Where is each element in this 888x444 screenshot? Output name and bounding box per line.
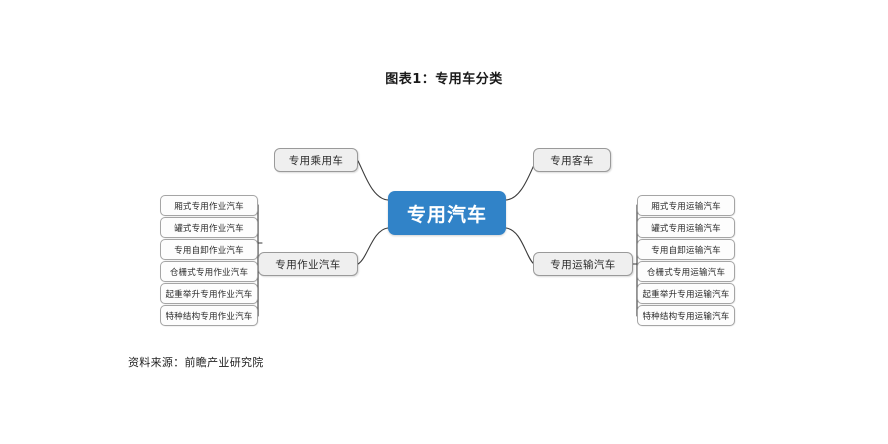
- branch-node-special-operation-vehicle[interactable]: 专用作业汽车: [258, 252, 358, 276]
- leaf-node-work-3[interactable]: 仓栅式专用作业汽车: [160, 261, 258, 282]
- edge-root-bus: [505, 160, 537, 201]
- edge-root-transport: [505, 227, 535, 265]
- branch-node-special-bus[interactable]: 专用客车: [533, 148, 611, 172]
- leaf-node-work-5[interactable]: 特种结构专用作业汽车: [160, 305, 258, 326]
- leaf-node-transport-3[interactable]: 仓栅式专用运输汽车: [637, 261, 735, 282]
- leaf-node-transport-0[interactable]: 厢式专用运输汽车: [637, 195, 735, 216]
- edge-root-passenger: [357, 160, 389, 201]
- source-note: 资料来源：前瞻产业研究院: [128, 356, 264, 369]
- leaf-node-work-4[interactable]: 起重举升专用作业汽车: [160, 283, 258, 304]
- branch-node-special-passenger-car[interactable]: 专用乘用车: [274, 148, 358, 172]
- branch-node-special-transport-vehicle[interactable]: 专用运输汽车: [533, 252, 633, 276]
- leaf-node-transport-1[interactable]: 罐式专用运输汽车: [637, 217, 735, 238]
- leaf-node-transport-5[interactable]: 特种结构专用运输汽车: [637, 305, 735, 326]
- page-title: 图表1：专用车分类: [385, 72, 503, 87]
- leaf-node-work-1[interactable]: 罐式专用作业汽车: [160, 217, 258, 238]
- leaf-node-work-2[interactable]: 专用自卸作业汽车: [160, 239, 258, 260]
- root-node-special-purpose-vehicle[interactable]: 专用汽车: [388, 191, 506, 235]
- leaf-node-transport-4[interactable]: 起重举升专用运输汽车: [637, 283, 735, 304]
- leaf-node-transport-2[interactable]: 专用自卸运输汽车: [637, 239, 735, 260]
- leaf-node-work-0[interactable]: 厢式专用作业汽车: [160, 195, 258, 216]
- edge-root-work: [357, 227, 389, 265]
